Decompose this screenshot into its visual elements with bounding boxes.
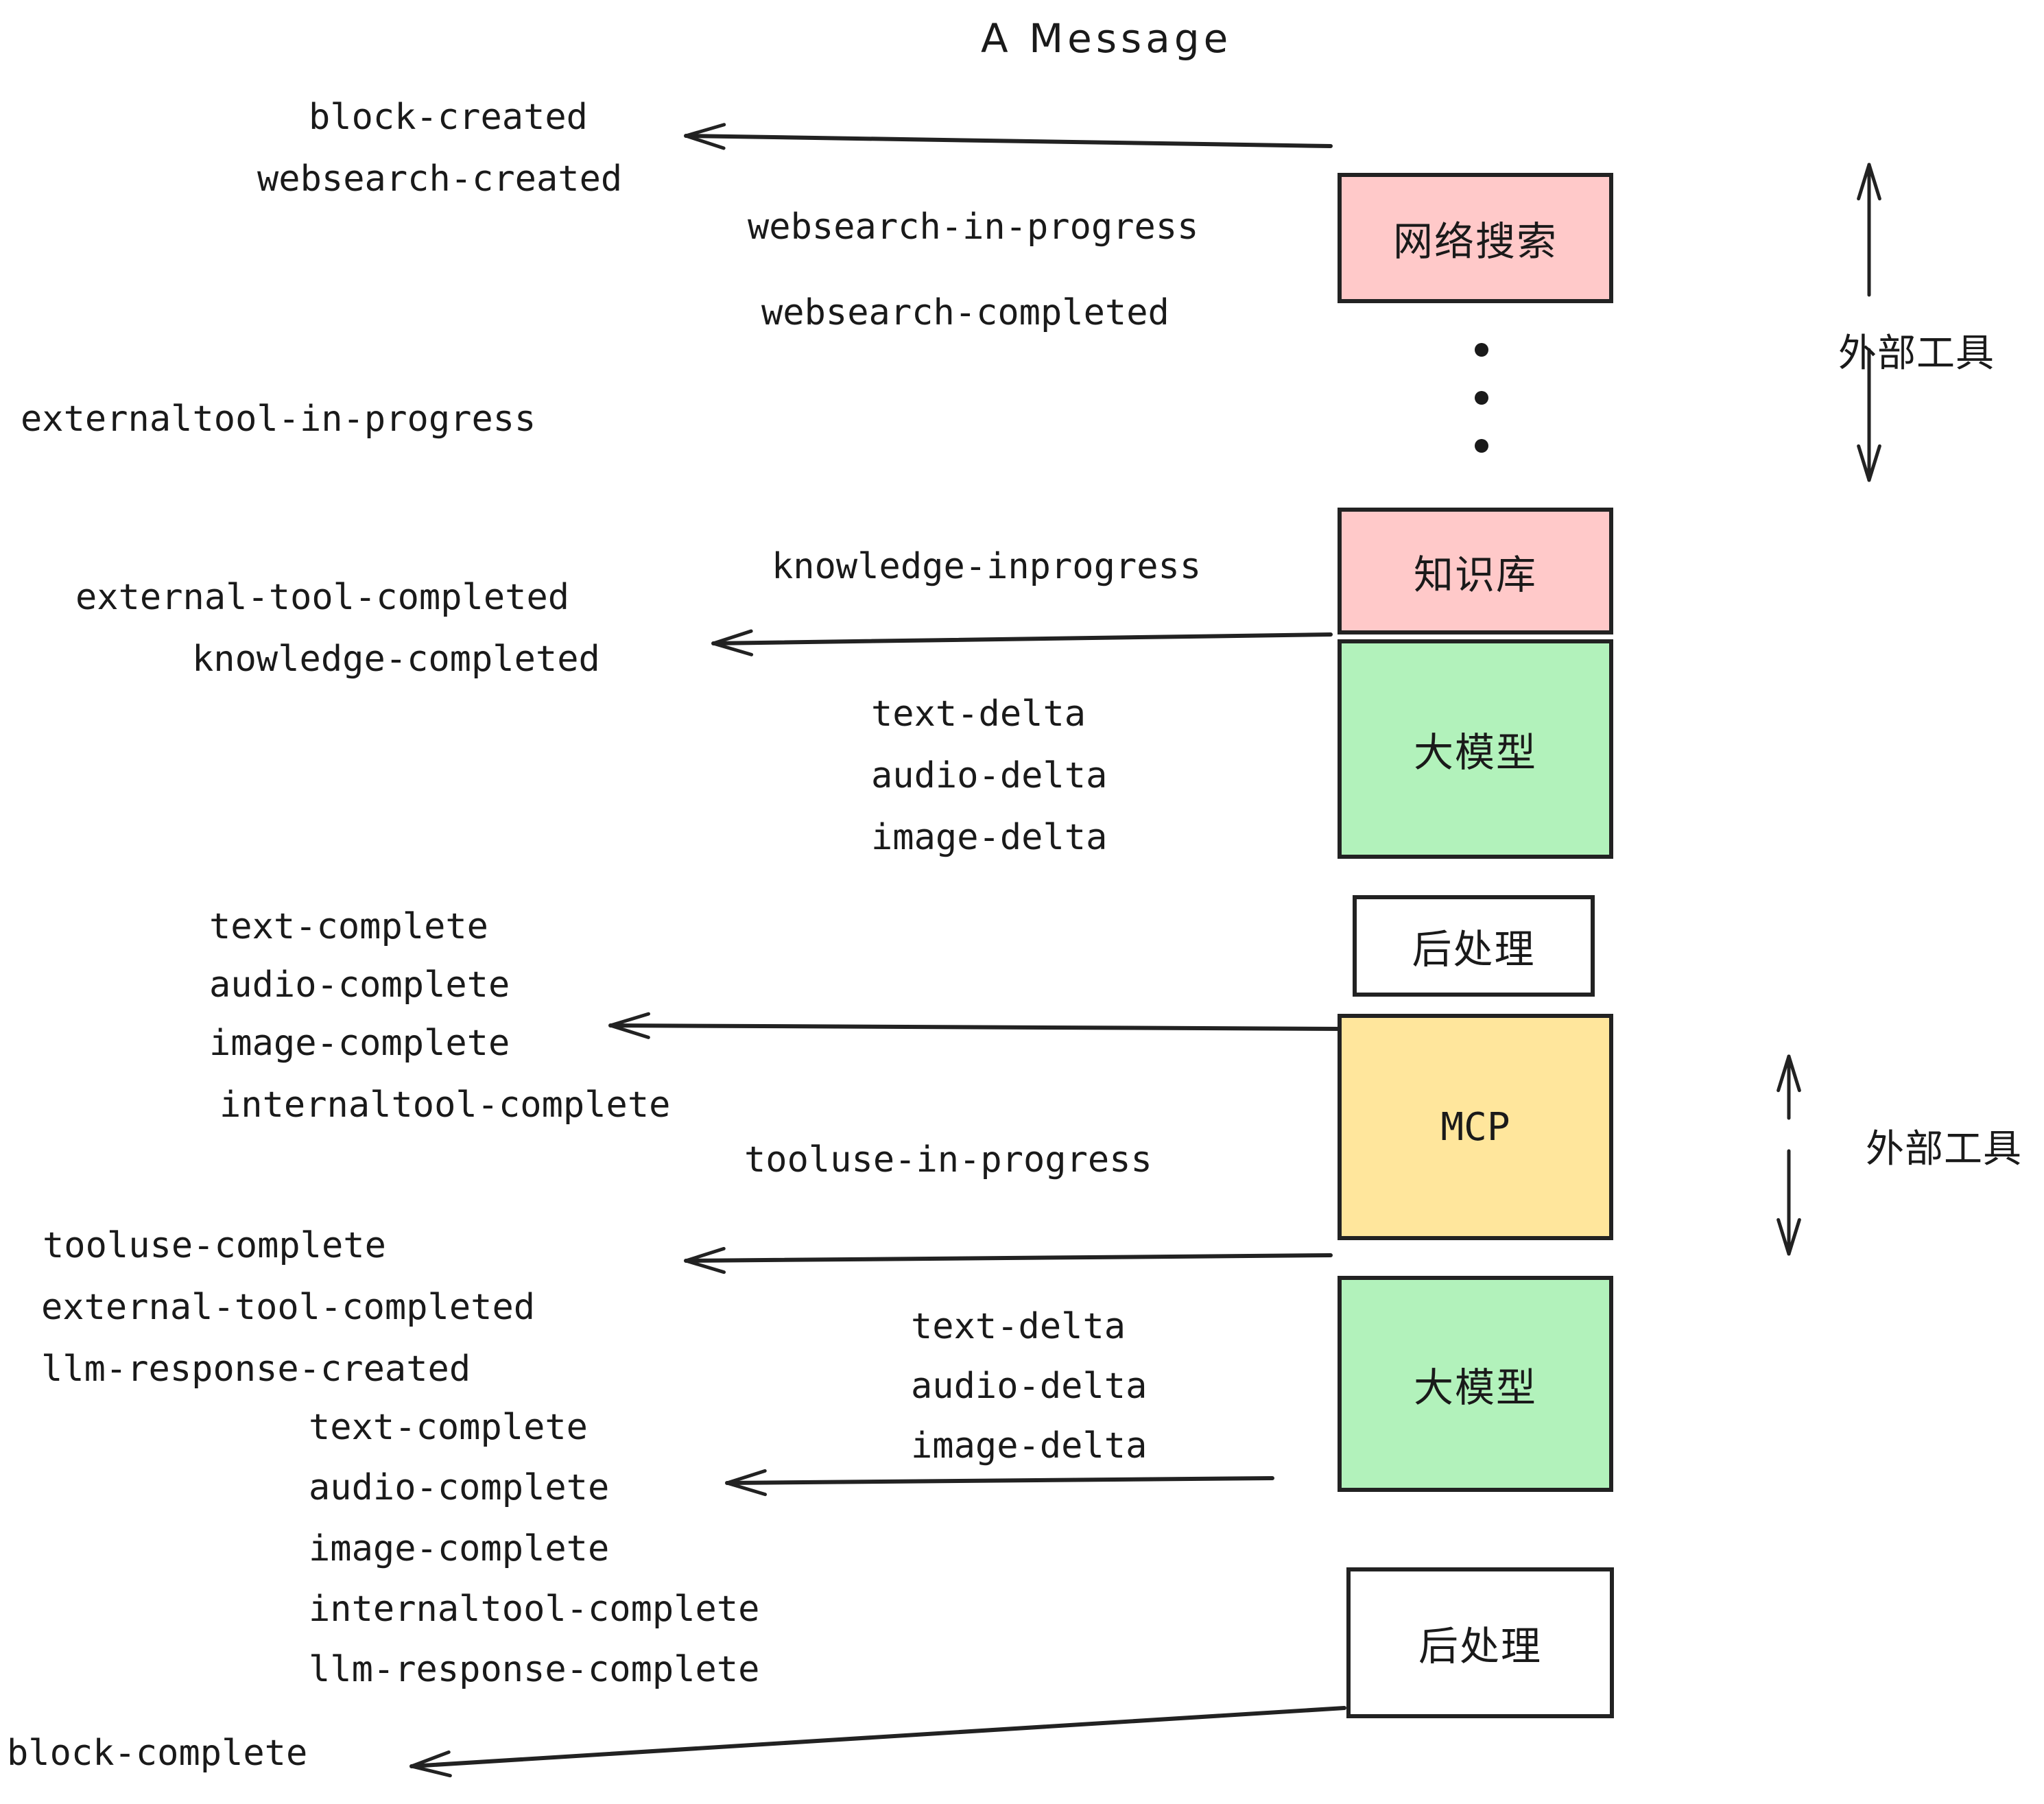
event-label-websearch-created: websearch-created [257,158,623,200]
event-label-external-tool-completed-2: external-tool-completed [41,1287,536,1328]
event-label-knowledge-completed: knowledge-completed [192,639,600,680]
arrow-knowledge-to-events-shaft [711,632,1333,645]
node-llm1[interactable]: 大模型 [1338,639,1613,859]
ext-arrow-down-top-head [1857,444,1881,482]
event-label-text-delta-2: text-delta [911,1306,1126,1347]
side-label-external-tools-bottom: 外部工具 [1866,1127,2022,1172]
vertical-ellipsis-icon [1475,343,1488,453]
arrow-post1-to-events-shaft [608,1023,1346,1031]
node-mcp[interactable]: MCP [1338,1014,1613,1240]
ext-arrow-up-bottom-head [1776,1054,1801,1093]
event-label-text-complete-1: text-complete [209,906,488,947]
event-label-llm-response-complete: llm-response-complete [309,1649,760,1690]
event-label-text-complete-2: text-complete [309,1407,588,1448]
page-title: A Message [981,15,1233,62]
node-llm2[interactable]: 大模型 [1338,1276,1613,1492]
event-label-audio-delta-2: audio-delta [911,1366,1148,1407]
node-knowledge[interactable]: 知识库 [1338,508,1613,634]
arrow-post2-to-events-shaft [409,1706,1346,1768]
side-label-external-tools-top: 外部工具 [1838,331,1995,376]
arrow-post2-to-events-head [409,1750,452,1778]
event-label-externaltool-in-progress: externaltool-in-progress [21,399,536,440]
event-label-websearch-in-progress: websearch-in-progress [748,206,1199,248]
event-label-image-complete-1: image-complete [209,1023,510,1064]
arrow-llm2-to-events-head [725,1469,768,1497]
ellipsis-dot [1475,343,1488,357]
event-label-text-delta-1: text-delta [871,693,1086,735]
event-label-audio-complete-1: audio-complete [209,964,510,1006]
arrow-knowledge-to-events-head [711,629,754,656]
event-label-block-complete: block-complete [7,1733,308,1774]
event-label-image-complete-2: image-complete [309,1528,610,1569]
arrow-post1-to-events-head [608,1012,650,1039]
node-websearch[interactable]: 网络搜索 [1338,173,1613,303]
ext-arrow-up-top-head [1857,163,1881,201]
arrow-websearch-to-events-head [684,123,726,150]
event-label-tooluse-complete: tooluse-complete [43,1225,386,1266]
event-label-internaltool-complete-2: internaltool-complete [309,1589,760,1630]
event-label-external-tool-completed-1: external-tool-completed [75,577,570,618]
event-label-llm-response-created: llm-response-created [41,1349,471,1390]
arrow-websearch-to-events-shaft [684,134,1333,148]
ext-arrow-down-bottom-head [1776,1218,1801,1256]
node-post2[interactable]: 后处理 [1346,1567,1614,1718]
event-label-audio-complete-2: audio-complete [309,1467,610,1508]
arrow-llm2-to-events-shaft [725,1476,1274,1485]
ellipsis-dot [1475,439,1488,453]
arrow-mcp-to-events-shaft [684,1253,1333,1263]
ellipsis-dot [1475,391,1488,405]
event-label-internaltool-complete-1: internaltool-complete [219,1084,671,1126]
event-label-audio-delta-1: audio-delta [871,755,1108,796]
event-label-block-created: block-created [309,97,588,138]
arrow-mcp-to-events-head [684,1246,726,1274]
node-post1[interactable]: 后处理 [1353,895,1595,997]
event-label-image-delta-1: image-delta [871,817,1108,858]
event-label-knowledge-inprogress: knowledge-inprogress [772,546,1202,587]
event-label-websearch-completed: websearch-completed [761,292,1169,333]
event-label-image-delta-2: image-delta [911,1425,1148,1467]
event-label-tooluse-in-progress: tooluse-in-progress [744,1139,1152,1180]
